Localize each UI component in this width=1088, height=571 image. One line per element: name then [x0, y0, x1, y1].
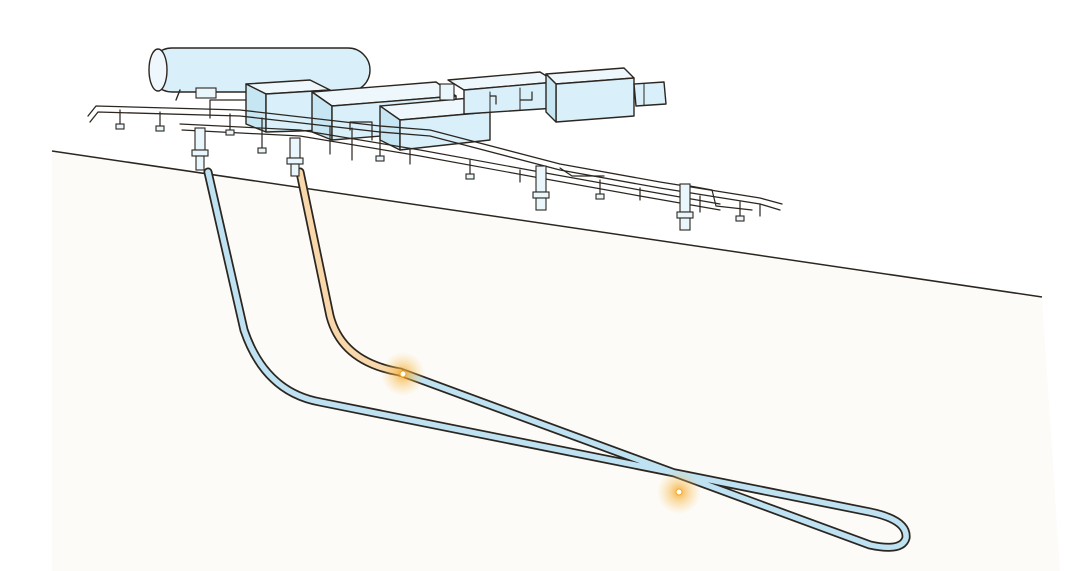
surface-header-piping — [87, 91, 783, 222]
wellhead-cold-leg — [191, 127, 209, 171]
wellhead-standby-a — [532, 165, 550, 211]
equipment-module-small — [633, 81, 667, 107]
ground-surface-line — [51, 150, 1043, 298]
surface-facility — [87, 47, 783, 231]
cold-loop-fill — [205, 169, 909, 551]
equipment-module-e — [545, 67, 635, 123]
wellhead-warm-leg — [286, 137, 304, 177]
wellhead-standby-b — [676, 183, 694, 231]
closed-loop-wellbore — [203, 167, 911, 552]
storage-tank — [148, 47, 371, 101]
lateral-joint-upper — [381, 352, 425, 396]
lateral-joint-lower — [657, 470, 701, 514]
equipment-module-d — [447, 71, 557, 115]
subsurface-area — [52, 151, 1060, 571]
